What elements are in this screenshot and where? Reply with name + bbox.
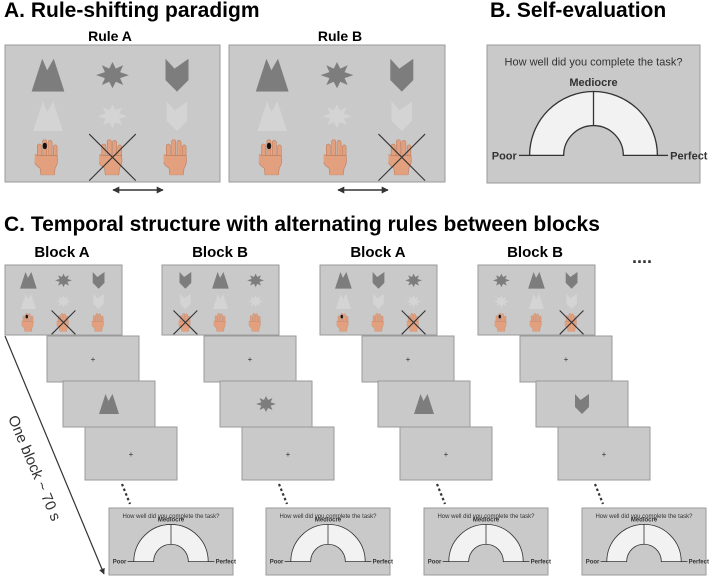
block-label: Block B <box>507 244 563 261</box>
fixation-screen <box>519 335 613 383</box>
fixation-screen <box>46 335 140 383</box>
finger-marker <box>25 314 28 319</box>
panel-c-temporal-structure: ++How well did you complete the task?Med… <box>4 247 709 576</box>
block-label: Block B <box>192 244 248 261</box>
cross-out-icon <box>173 310 198 335</box>
fixation-screen <box>557 426 651 481</box>
continuation-dots <box>277 483 289 505</box>
evaluation-question: How well did you complete the task? <box>505 57 683 69</box>
fixation-cross: + <box>286 450 291 459</box>
label-poor: Poor <box>428 560 442 566</box>
finger-marker <box>42 142 47 150</box>
panel-a-title: A. Rule-shifting paradigm <box>4 0 260 22</box>
label-perfect: Perfect <box>670 150 708 162</box>
label-poor: Poor <box>113 560 127 566</box>
finger-marker <box>498 314 501 319</box>
target-screen <box>377 380 471 428</box>
fixation-cross: + <box>602 450 607 459</box>
block-label: Block A <box>34 244 90 261</box>
panel-c-title: C. Temporal structure with alternating r… <box>4 213 600 236</box>
evaluation-question: How well did you complete the task? <box>437 514 535 520</box>
label-mediocre: Mediocre <box>158 518 185 524</box>
fixation-cross: + <box>564 355 569 364</box>
fixation-cross: + <box>129 450 134 459</box>
fixation-cross: + <box>248 355 253 364</box>
panel-b-self-evaluation: How well did you complete the task? Medio… <box>486 44 708 184</box>
label-poor: Poor <box>586 560 600 566</box>
rule-a-label: Rule A <box>88 28 132 44</box>
panel-b-title: B. Self-evaluation <box>490 0 667 22</box>
label-mediocre: Mediocre <box>473 518 500 524</box>
evaluation-question: How well did you complete the task? <box>122 514 220 520</box>
fixation-cross: + <box>91 355 96 364</box>
panel-a-paradigm <box>4 44 446 194</box>
continuation-dots <box>593 483 605 505</box>
continuation-dots <box>120 483 132 505</box>
ellipsis: .... <box>632 247 652 267</box>
label-mediocre: Mediocre <box>315 518 342 524</box>
fixation-screen <box>241 426 335 481</box>
evaluation-question: How well did you complete the task? <box>279 514 377 520</box>
block-label: Block A <box>350 244 406 261</box>
cross-out-icon <box>378 133 426 182</box>
fixation-screen <box>399 426 493 481</box>
evaluation-question: How well did you complete the task? <box>595 514 693 520</box>
fixation-screen <box>203 335 297 383</box>
finger-marker <box>266 142 272 150</box>
fixation-cross: + <box>444 450 449 459</box>
label-poor: Poor <box>492 150 518 162</box>
label-perfect: Perfect <box>373 560 393 566</box>
cross-out-icon <box>88 133 137 182</box>
fixation-cross: + <box>406 355 411 364</box>
label-mediocre: Mediocre <box>569 77 617 89</box>
cross-out-icon <box>51 310 76 335</box>
label-poor: Poor <box>270 560 284 566</box>
label-perfect: Perfect <box>216 560 236 566</box>
label-perfect: Perfect <box>689 560 709 566</box>
label-mediocre: Mediocre <box>631 518 658 524</box>
label-perfect: Perfect <box>531 560 551 566</box>
finger-marker <box>340 314 343 319</box>
cross-out-icon <box>559 310 584 335</box>
fixation-screen <box>84 426 178 481</box>
time-arrow <box>4 335 105 575</box>
block-duration-label: One block ~ 70 s <box>4 413 64 524</box>
cross-out-icon <box>401 310 426 335</box>
rule-b-label: Rule B <box>317 28 363 44</box>
continuation-dots <box>435 483 447 505</box>
